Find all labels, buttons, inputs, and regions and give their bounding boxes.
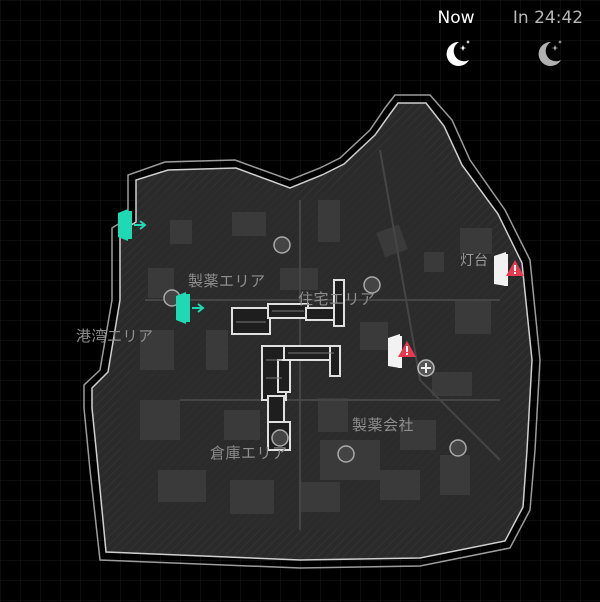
poi-tag-icon <box>363 276 381 294</box>
time-next-label: In 24:42 <box>512 8 584 28</box>
poi-tag-icon <box>273 236 291 254</box>
area-label-pharma: 製薬エリア <box>188 272 266 290</box>
landmark-label-lighthouse: 灯台 <box>460 253 488 269</box>
roads <box>145 149 501 530</box>
danger-door-icon[interactable] <box>388 334 416 368</box>
danger-door-icon[interactable] <box>494 252 524 286</box>
poi-tag-icon <box>271 429 289 447</box>
buildings <box>140 200 492 514</box>
area-label-pharma-company: 製薬会社 <box>352 416 415 434</box>
area-label-residential: 住宅エリア <box>298 290 376 308</box>
time-now-indicator: Now <box>428 6 484 72</box>
time-next-indicator: In 24:42 <box>505 6 591 72</box>
area-label-port: 港湾エリア <box>76 327 154 345</box>
exit-door-icon[interactable] <box>118 209 147 241</box>
map-outer-border <box>83 94 541 569</box>
interior-details <box>236 310 334 379</box>
area-label-warehouse: 倉庫エリア <box>210 444 288 462</box>
poi-tag-icon <box>337 445 355 463</box>
poi-tag-icon <box>449 439 467 457</box>
exit-door-icon[interactable] <box>176 292 205 324</box>
moon-stars-icon <box>446 40 470 66</box>
time-now-label: Now <box>437 8 475 28</box>
moon-stars-icon <box>538 40 562 66</box>
plus-icon[interactable] <box>417 359 435 377</box>
